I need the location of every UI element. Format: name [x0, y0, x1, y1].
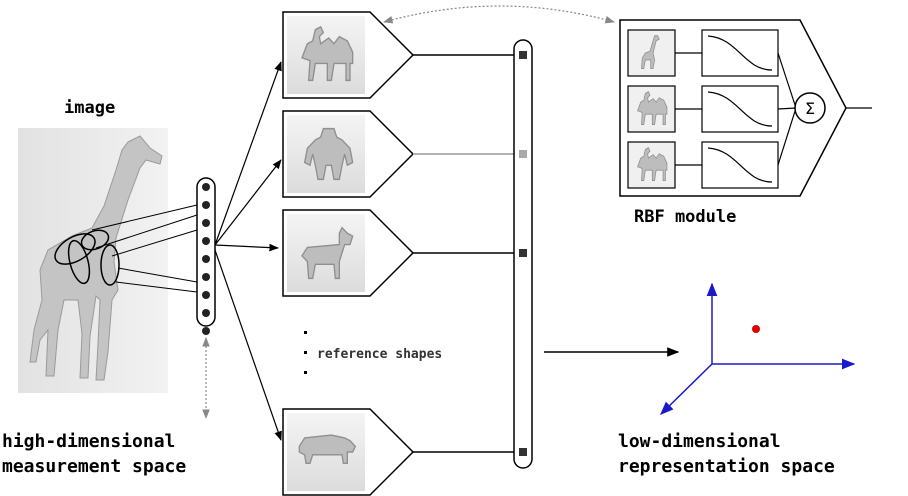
rbf-module-label: RBF module: [634, 207, 736, 227]
measurement-node: [202, 237, 210, 245]
shape-output-lines: [413, 54, 522, 453]
camel-to-rbf-arrow: [383, 5, 615, 24]
high-dim-label-line2: measurement space: [2, 456, 186, 477]
vector-to-shapes-arrows: [214, 61, 282, 441]
measurement-node: [202, 219, 210, 227]
representation-axes: [660, 282, 856, 415]
measurement-node: [202, 327, 210, 335]
goat-picture: [301, 226, 354, 280]
low-dim-label-line2: representation space: [618, 456, 835, 477]
ellipsis-dots: [304, 331, 307, 374]
sigmoid-curve: [707, 35, 773, 71]
sigmoid-curve: [707, 147, 773, 183]
camel-picture: [301, 25, 354, 82]
reference-shape-goat: [282, 209, 415, 297]
measurement-node: [202, 309, 210, 317]
sigma-symbol: Σ: [805, 99, 815, 118]
rbf-module: Σ: [619, 19, 872, 197]
reference-shape-boxes: [282, 11, 415, 496]
pig-picture: [298, 434, 357, 464]
giraffe-image: [18, 128, 198, 393]
reference-shape-pig: [282, 408, 415, 496]
measurement-node: [202, 183, 210, 191]
measurement-node: [202, 201, 210, 209]
low-dim-label-line1: low-dimensional: [618, 431, 781, 452]
giraffe-picture: [641, 35, 660, 69]
ogre-picture: [303, 127, 354, 181]
measurement-nodes: [202, 183, 210, 335]
rbf-row: [627, 29, 797, 109]
rbf-row: [627, 107, 797, 189]
sigmoid-curve: [707, 91, 773, 127]
rbf-row: [627, 85, 797, 133]
reference-shapes-label: reference shapes: [317, 347, 442, 362]
output-vector: [513, 39, 533, 469]
measurement-node: [202, 255, 210, 263]
reference-shape-camel: [282, 11, 415, 99]
image-label: image: [64, 98, 115, 118]
high-dim-label-line1: high-dimensional: [2, 431, 175, 452]
reference-shape-ogre: [282, 110, 415, 198]
representation-point: [752, 325, 760, 333]
camel-picture: [637, 147, 668, 181]
rbf-rows: [627, 29, 797, 189]
measurement-vector: [196, 177, 216, 335]
measurement-node: [202, 291, 210, 299]
measurement-node: [202, 273, 210, 281]
camel-picture: [637, 91, 668, 125]
